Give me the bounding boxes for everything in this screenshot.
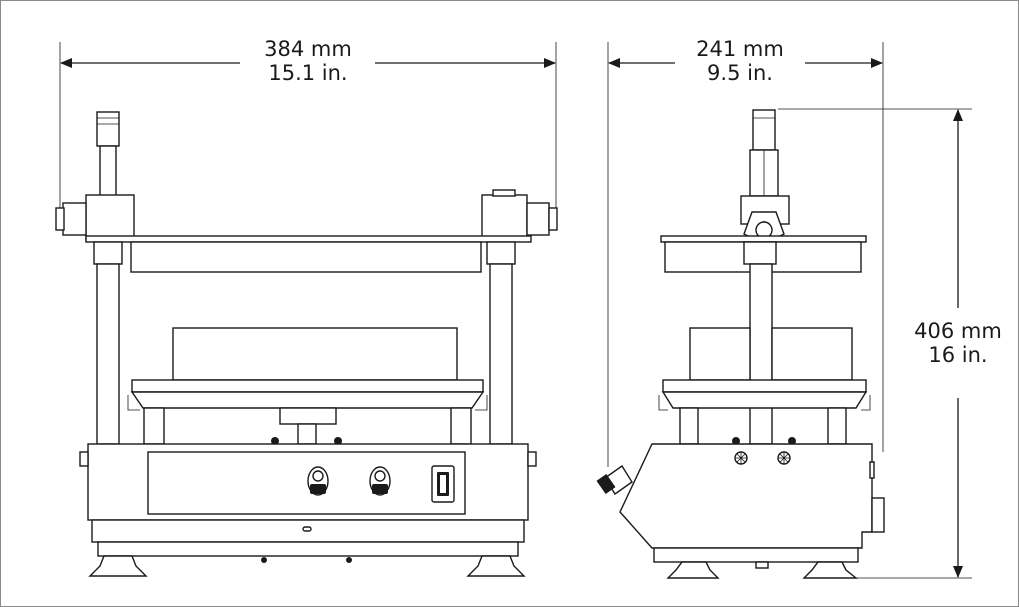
timer-knob-icon	[369, 466, 391, 496]
right-clamp-block	[481, 194, 528, 241]
front-view: 384 mm 15.1 in.	[55, 37, 558, 577]
vent-icon	[777, 451, 791, 465]
right-foot	[466, 555, 526, 577]
side-knob-icon	[596, 465, 633, 495]
height-imperial: 16 in.	[928, 343, 987, 367]
sample-box	[172, 327, 458, 381]
side-view: 241 mm 9.5 in. 406 mm 16 in.	[596, 37, 1002, 579]
speed-knob-icon	[307, 466, 329, 496]
rear-connector	[871, 497, 885, 533]
clamp-knob-icon	[743, 211, 785, 241]
side-depth-imperial: 9.5 in.	[707, 61, 773, 85]
power-switch-icon	[431, 465, 455, 503]
control-panel	[147, 451, 466, 515]
height-metric: 406 mm	[914, 319, 1002, 343]
right-post	[486, 241, 516, 265]
side-front-foot	[666, 561, 720, 579]
side-depth-metric: 241 mm	[696, 37, 784, 61]
vent-icon	[734, 451, 748, 465]
side-post-cap	[752, 109, 776, 151]
left-clamp-block	[85, 194, 135, 241]
side-post	[749, 263, 773, 445]
side-upper-platform	[660, 235, 867, 243]
front-width-metric: 384 mm	[264, 37, 352, 61]
side-lower-tray	[662, 379, 867, 393]
lower-tray	[131, 379, 484, 393]
side-rear-foot	[802, 561, 858, 579]
front-width-imperial: 15.1 in.	[268, 61, 347, 85]
left-post-cap	[96, 111, 120, 147]
upper-platform	[85, 235, 532, 243]
left-foot	[88, 555, 148, 577]
left-post	[93, 241, 123, 265]
